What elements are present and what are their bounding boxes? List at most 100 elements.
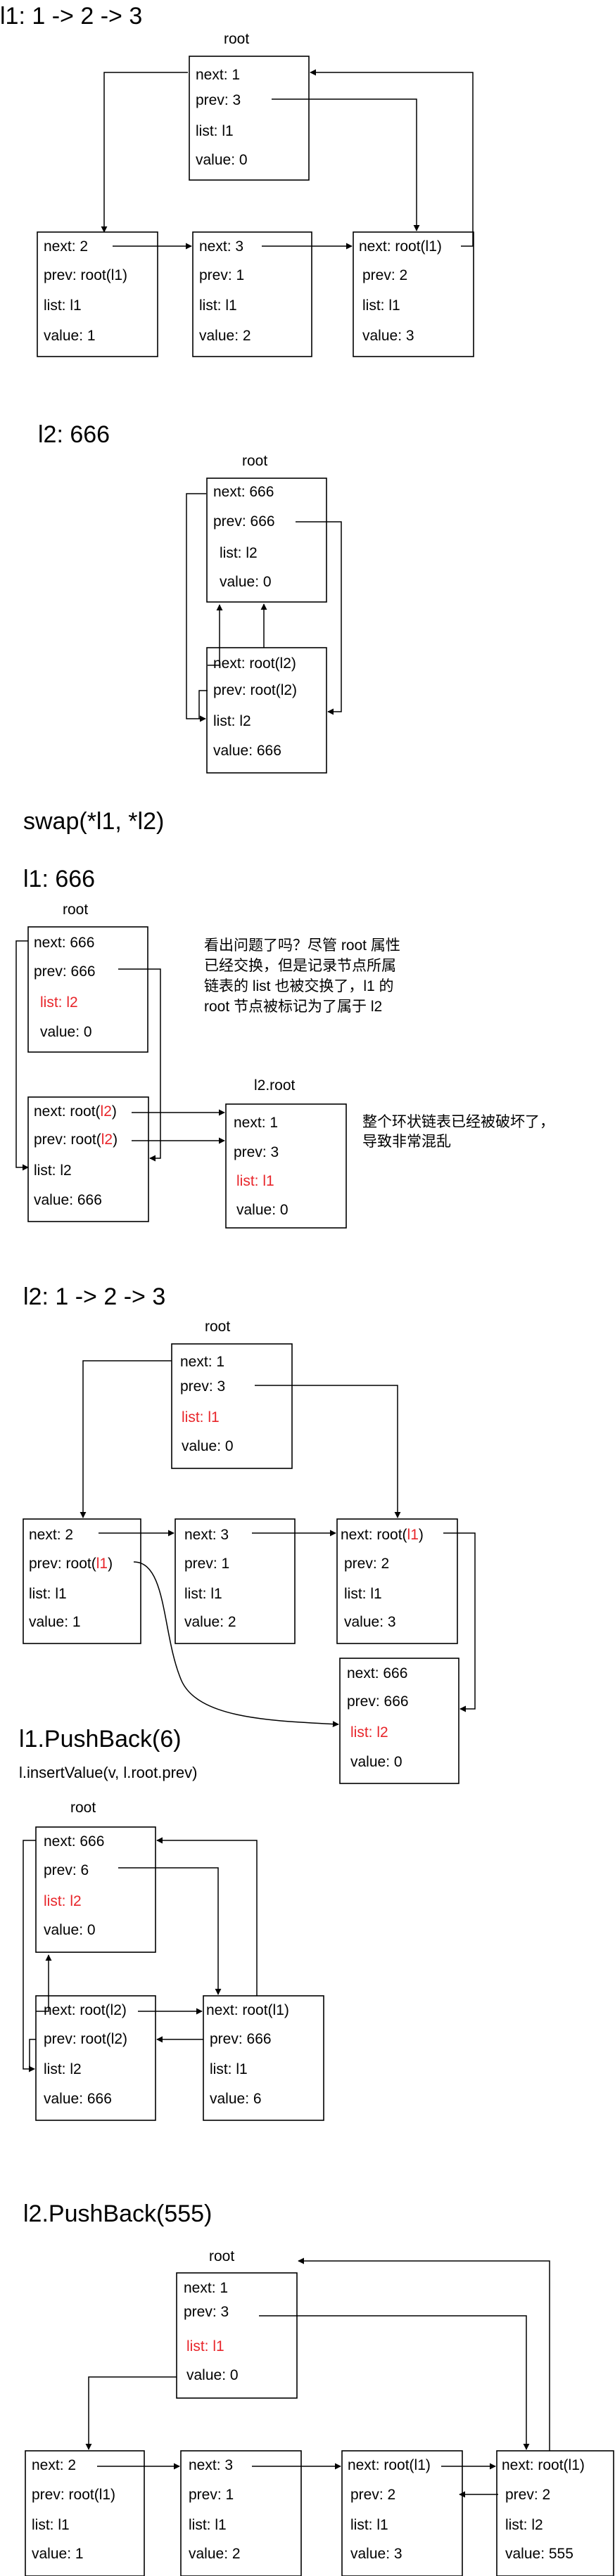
svg-text:value: 2: value: 2 [184, 1614, 236, 1630]
svg-text:list: l2: list: l2 [213, 713, 251, 729]
node-6: next: root(l1) prev: 666 list: l1 value:… [203, 1995, 324, 2121]
node-root: next: 666 prev: 6 list: l2 value: 0 [35, 1826, 156, 1953]
svg-text:value: 0: value: 0 [186, 2367, 239, 2383]
node-root: next: 1 prev: 3 list: l1 value: 0 [189, 56, 310, 181]
section-l2-after-swap: l2: 1 -> 2 -> 3 root next: 1 prev: 3 lis… [23, 1283, 476, 1784]
svg-text:list: l1: list: l1 [344, 1586, 382, 1602]
section-title: l1: 666 [23, 866, 95, 892]
svg-text:list: l1: list: l1 [362, 297, 400, 314]
svg-text:prev: 666: prev: 666 [347, 1693, 409, 1710]
svg-text:root 节点被标记为了属于 l2: root 节点被标记为了属于 l2 [204, 999, 382, 1015]
node-root: next: 1 prev: 3 list: l1 value: 0 [176, 2272, 298, 2399]
svg-text:value: 0: value: 0 [40, 1024, 92, 1040]
svg-text:value: 0: value: 0 [44, 1922, 96, 1938]
svg-text:prev: 1: prev: 1 [199, 267, 244, 283]
svg-text:list: l2: list: l2 [34, 1162, 72, 1179]
svg-text:next: 3: next: 3 [184, 1527, 229, 1543]
svg-text:已经交换，但是记录节点所属: 已经交换，但是记录节点所属 [204, 958, 396, 974]
svg-text:prev: root(l2): prev: root(l2) [213, 682, 297, 698]
node-3: next: root(l1) prev: 2 list: l1 value: 3 [353, 231, 474, 357]
svg-text:next: root(l1): next: root(l1) [502, 2457, 585, 2473]
svg-text:list: l1: list: l1 [184, 1586, 222, 1602]
svg-text:next: 2: next: 2 [29, 1527, 73, 1543]
svg-text:value: 1: value: 1 [32, 2546, 84, 2562]
svg-text:value: 1: value: 1 [29, 1614, 81, 1630]
svg-text:next: 666: next: 666 [347, 1665, 407, 1681]
svg-text:value: 3: value: 3 [362, 328, 414, 344]
root-label: root [224, 31, 249, 47]
svg-text:value: 2: value: 2 [199, 328, 251, 344]
svg-text:next: 2: next: 2 [44, 238, 88, 255]
svg-text:list: l2: list: l2 [505, 2517, 543, 2533]
node-2: next: 3 prev: 1 list: l1 value: 2 [175, 1518, 296, 1644]
section-title: l2: 666 [38, 421, 110, 448]
root-label: root [63, 902, 88, 918]
svg-text:next: root(l2): next: root(l2) [44, 2002, 127, 2018]
svg-text:prev: 2: prev: 2 [505, 2487, 550, 2503]
svg-text:value: 0: value: 0 [236, 1202, 289, 1218]
svg-text:value: 3: value: 3 [344, 1614, 396, 1630]
svg-text:next: 1: next: 1 [196, 67, 240, 83]
root-label: root [242, 453, 267, 469]
svg-text:value: 666: value: 666 [44, 2091, 112, 2107]
svg-text:list: l2: list: l2 [44, 2061, 82, 2077]
node-666: next: 666 prev: 666 list: l2 value: 0 [339, 1658, 459, 1784]
svg-text:value: 1: value: 1 [44, 328, 96, 344]
svg-text:prev: root(l1): prev: root(l1) [32, 2487, 115, 2503]
svg-text:value: 0: value: 0 [196, 152, 248, 168]
svg-text:prev: 666: prev: 666 [34, 963, 96, 980]
svg-text:value: 0: value: 0 [350, 1754, 402, 1770]
node-2: next: 3 prev: 1 list: l1 value: 2 [192, 231, 312, 357]
node-1: next: 2 prev: root(l1) list: l1 value: 1 [25, 2450, 145, 2576]
svg-text:next: 1: next: 1 [184, 2280, 228, 2296]
svg-text:list: l1: list: l1 [29, 1586, 67, 1602]
node-1: next: 2 prev: root(l1) list: l1 value: 1 [23, 1518, 141, 1644]
node-root: next: 1 prev: 3 list: l1 value: 0 [171, 1343, 293, 1469]
section-title: l2: 1 -> 2 -> 3 [23, 1283, 165, 1310]
svg-text:next: 3: next: 3 [189, 2457, 233, 2473]
svg-text:list: l2: list: l2 [220, 545, 258, 561]
svg-text:list: l1: list: l1 [32, 2517, 70, 2533]
svg-text:value: 3: value: 3 [350, 2546, 402, 2562]
list-label-highlighted: list: l2 [44, 1893, 82, 1909]
svg-text:value: 0: value: 0 [220, 574, 272, 590]
svg-text:prev: 2: prev: 2 [350, 2487, 395, 2503]
node-3: next: root(l1) prev: 2 list: l1 value: 3 [341, 2450, 463, 2576]
svg-text:prev: 666: prev: 666 [213, 513, 275, 530]
section-subtitle: l.insertValue(v, l.root.prev) [19, 1764, 198, 1781]
node-666: next: root(l2) prev: root(l2) list: l2 v… [206, 647, 327, 774]
svg-text:next: 1: next: 1 [180, 1354, 224, 1370]
svg-text:list: l1: list: l1 [210, 2061, 248, 2077]
svg-text:next: root(l1): next: root(l1) [359, 238, 442, 255]
section-title: l2.PushBack(555) [23, 2200, 212, 2227]
svg-text:value: 0: value: 0 [182, 1438, 234, 1454]
node-root: next: 666 prev: 666 list: l2 value: 0 [27, 926, 148, 1053]
list-label-highlighted: list: l1 [182, 1409, 220, 1425]
node-666: next: root(l2) prev: root(l2) list: l2 v… [27, 1096, 149, 1222]
node-555: next: root(l1) prev: 2 list: l2 value: 5… [496, 2450, 614, 2576]
svg-text:list: l1: list: l1 [350, 2517, 388, 2533]
svg-text:prev: root(l1): prev: root(l1) [44, 267, 127, 283]
section-l2-pushback: l2.PushBack(555) root next: 1 prev: 3 li… [23, 2200, 614, 2576]
svg-text:prev: 666: prev: 666 [210, 2031, 272, 2047]
svg-text:prev: 3: prev: 3 [196, 92, 241, 108]
node-666: next: root(l2) prev: root(l2) list: l2 v… [35, 1995, 156, 2121]
svg-text:list: l1: list: l1 [189, 2517, 227, 2533]
svg-text:value: 555: value: 555 [505, 2546, 573, 2562]
node-2: next: 3 prev: 1 list: l1 value: 2 [180, 2450, 302, 2576]
svg-text:next: 666: next: 666 [213, 484, 274, 500]
svg-text:next: 3: next: 3 [199, 238, 243, 255]
list-label-highlighted: list: l2 [350, 1724, 388, 1741]
svg-text:导致非常混乱: 导致非常混乱 [362, 1134, 451, 1150]
root-label: root [70, 1800, 96, 1816]
annotation-note-1: 看出问题了吗？尽管 root 属性 已经交换，但是记录节点所属 链表的 list… [204, 937, 400, 1015]
svg-text:prev: 1: prev: 1 [189, 2487, 234, 2503]
svg-text:next: 1: next: 1 [234, 1115, 278, 1131]
section-l1-initial: l1: 1 -> 2 -> 3 root next: 1 prev: 3 lis… [0, 3, 474, 357]
svg-text:链表的 list 也被交换了，l1 的: 链表的 list 也被交换了，l1 的 [204, 978, 394, 994]
svg-text:next: root(l2): next: root(l2) [213, 655, 296, 672]
svg-text:next: root(l1): next: root(l1) [341, 1527, 424, 1543]
swap-title: swap(*l1, *l2) [23, 808, 164, 835]
svg-text:prev: 2: prev: 2 [344, 1556, 389, 1572]
